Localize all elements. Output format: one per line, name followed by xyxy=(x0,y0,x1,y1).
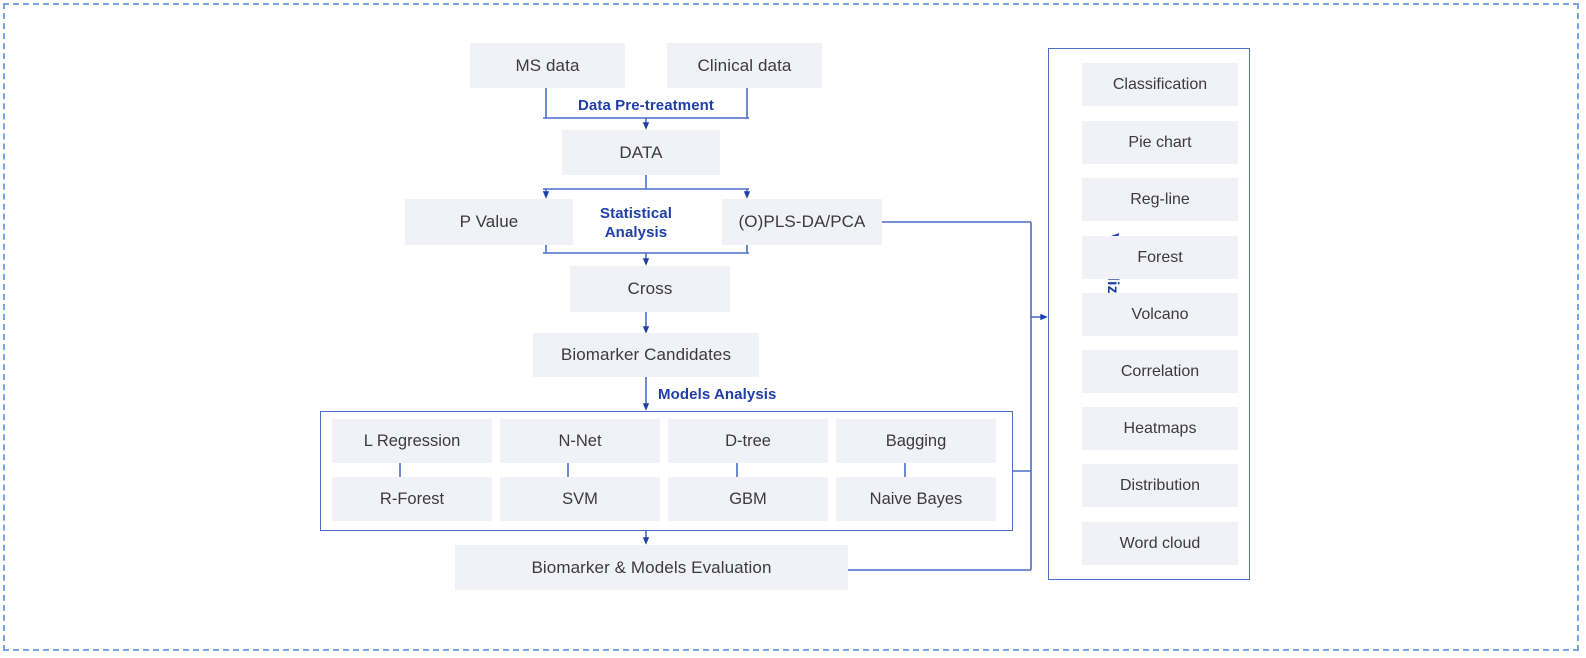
models-analysis-container xyxy=(320,411,1013,531)
model-cell-naive-bayes[interactable]: Naive Bayes xyxy=(836,477,996,521)
viz-item-forest[interactable]: Forest xyxy=(1082,236,1238,279)
stage-label-statistical-analysis: Statistical Analysis xyxy=(600,205,672,241)
node-clinical-data[interactable]: Clinical data xyxy=(667,43,822,88)
node-biomarker-candidates[interactable]: Biomarker Candidates xyxy=(533,333,759,377)
viz-item-correlation[interactable]: Correlation xyxy=(1082,350,1238,393)
viz-item-pie-chart[interactable]: Pie chart xyxy=(1082,121,1238,164)
node-data[interactable]: DATA xyxy=(562,130,720,175)
model-cell-gbm[interactable]: GBM xyxy=(668,477,828,521)
model-cell-d-tree[interactable]: D-tree xyxy=(668,419,828,463)
stage-label-models-analysis: Models Analysis xyxy=(658,386,777,403)
viz-item-heatmaps[interactable]: Heatmaps xyxy=(1082,407,1238,450)
visualization-panel xyxy=(1048,48,1250,580)
node-biomarker-models-evaluation[interactable]: Biomarker & Models Evaluation xyxy=(455,545,848,590)
node-plsda-pca[interactable]: (O)PLS-DA/PCA xyxy=(722,199,882,245)
viz-item-word-cloud[interactable]: Word cloud xyxy=(1082,522,1238,565)
model-cell-bagging[interactable]: Bagging xyxy=(836,419,996,463)
viz-item-volcano[interactable]: Volcano xyxy=(1082,293,1238,336)
model-cell-r-forest[interactable]: R-Forest xyxy=(332,477,492,521)
viz-item-classification[interactable]: Classification xyxy=(1082,63,1238,106)
model-cell-l-regression[interactable]: L Regression xyxy=(332,419,492,463)
model-cell-n-net[interactable]: N-Net xyxy=(500,419,660,463)
viz-item-distribution[interactable]: Distribution xyxy=(1082,464,1238,507)
viz-item-reg-line[interactable]: Reg-line xyxy=(1082,178,1238,221)
stage-label-data-pretreatment: Data Pre-treatment xyxy=(577,97,714,114)
model-cell-svm[interactable]: SVM xyxy=(500,477,660,521)
node-ms-data[interactable]: MS data xyxy=(470,43,625,88)
node-p-value[interactable]: P Value xyxy=(405,199,573,245)
node-cross[interactable]: Cross xyxy=(570,266,730,312)
